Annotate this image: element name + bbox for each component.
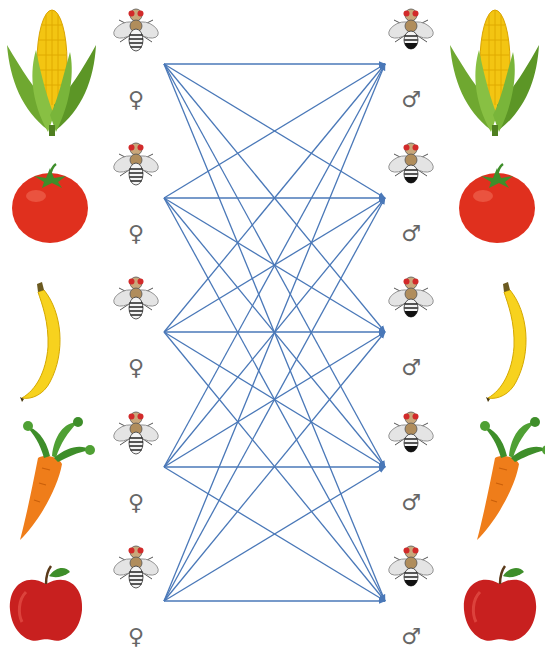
male-fly: ♂	[385, 407, 437, 515]
sex-symbol: ♂	[401, 88, 421, 112]
female-fly: ♀	[108, 541, 164, 649]
sex-symbol: ♀	[128, 356, 144, 380]
fly-figure	[386, 4, 436, 54]
mating-arrow	[164, 64, 385, 601]
mating-arrow	[164, 64, 385, 601]
fly-figure	[111, 4, 161, 54]
mating-arrow	[164, 198, 385, 601]
mating-arrow	[164, 332, 385, 601]
fly-figure	[386, 541, 436, 591]
sex-symbol: ♂	[401, 625, 421, 649]
sex-symbol: ♀	[128, 222, 144, 246]
sex-symbol: ♂	[401, 356, 421, 380]
sex-symbol: ♀	[128, 88, 144, 112]
fly-figure	[111, 138, 161, 188]
mating-arrow	[164, 332, 385, 601]
mating-arrow	[164, 63, 385, 64]
mating-arrow	[164, 64, 385, 198]
female-fly: ♀	[108, 4, 164, 112]
male-fly: ♂	[385, 4, 437, 112]
fly-figure	[386, 138, 436, 188]
mating-arrow	[164, 64, 385, 467]
sex-symbol: ♀	[128, 625, 144, 649]
fly-figure	[111, 272, 161, 322]
mating-arrow	[164, 64, 385, 332]
mating-arrow	[164, 600, 385, 601]
mating-arrow	[164, 64, 385, 198]
sex-symbol: ♀	[128, 491, 144, 515]
mating-arrow	[164, 64, 385, 467]
mating-arrow	[164, 64, 385, 332]
male-fly: ♂	[385, 541, 437, 649]
female-fly: ♀	[108, 272, 164, 380]
sex-symbol: ♂	[401, 491, 421, 515]
male-fly: ♂	[385, 138, 437, 246]
fly-figure	[111, 407, 161, 457]
mating-arrow	[164, 467, 385, 601]
female-fly: ♀	[108, 407, 164, 515]
mating-arrow	[164, 467, 385, 601]
male-fly: ♂	[385, 272, 437, 380]
fly-figure	[111, 541, 161, 591]
mating-arrow	[164, 198, 385, 601]
sex-symbol: ♂	[401, 222, 421, 246]
female-fly: ♀	[108, 138, 164, 246]
fly-figure	[386, 407, 436, 457]
fly-figure	[386, 272, 436, 322]
